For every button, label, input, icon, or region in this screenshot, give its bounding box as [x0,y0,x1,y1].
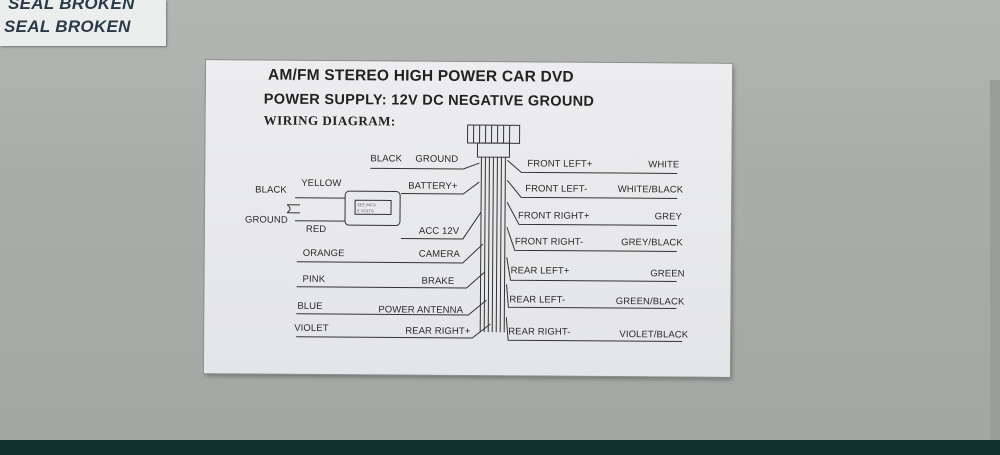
wire-color-label: GREEN/BLACK [615,296,685,308]
wire-line-antenna [296,299,487,316]
fuse-side-label: GROUND [244,214,288,226]
wire-line-front-left-plus [507,159,678,174]
wire-function-label: REAR RIGHT+ [405,325,471,338]
wire-function-label: REAR RIGHT- [508,326,571,338]
wire-color-label: PINK [302,273,326,286]
wire-line-front-right-plus [506,202,677,226]
wire-function-label: REAR LEFT+ [510,265,570,277]
wire-color-label: GREY [654,211,683,223]
harness-connector [467,124,521,144]
wire-line-brake [296,271,485,289]
wiring-label: AM/FM STEREO HIGH POWER CAR DVD POWER SU… [203,60,733,377]
wire-line-rear-left-minus [506,284,677,309]
wire-line-front-right-minus [506,227,677,252]
wire-color-label: GREEN [650,268,685,280]
wire-color-label: WHITE [648,159,680,171]
wire-function-label: REAR LEFT- [509,294,566,306]
wire-function-label: FRONT RIGHT+ [517,210,590,222]
wire-function-label: POWER ANTENNA [378,304,464,316]
seal-sticker: SEAL BROKEN SEAL BROKEN [0,0,166,46]
wire-line-ground [370,162,480,170]
seal-text: SEAL BROKEN [8,0,135,13]
wire-color-label: RED [305,223,327,236]
wire-line-rear-right-minus [505,317,683,342]
wire-color-label: VIOLET [294,322,329,335]
wire-line-front-left-minus [506,179,678,199]
wire-color-label: BLACK [370,153,403,165]
wire-color-label: WHITE/BLACK [617,184,684,196]
wire-color-label: YELLOW [301,177,342,190]
wire-line-battery [401,181,480,195]
wire-function-label: ACC 12V [418,225,460,237]
wire-line-rear-left-plus [506,257,677,282]
fuse-side-label: BLACK [255,184,287,196]
wire-line-camera [296,243,484,264]
wire-function-label: FRONT LEFT+ [527,158,593,170]
wire-function-label: BRAKE [421,275,455,287]
wire-color-label: BLUE [297,300,323,312]
svg-text:E VOLTS: E VOLTS [357,208,374,213]
wire-function-label: FRONT LEFT- [525,183,588,195]
wire-function-label: CAMERA [418,248,461,260]
bottom-strip [0,440,1000,455]
wire-function-label: GROUND [415,153,459,165]
wire-line-rear-right-plus [296,323,491,339]
wire-function-label: BATTERY+ [408,180,458,192]
svg-text:SEE INFO: SEE INFO [357,202,376,207]
wire-color-label: ORANGE [302,247,345,260]
wire-line-acc [400,211,482,240]
seal-text: SEAL BROKEN [4,17,131,36]
panel-edge [990,80,1000,440]
wire-color-label: VIOLET/BLACK [619,329,689,341]
wiring-diagram: SEE INFO E VOLTS [286,124,683,342]
wire-color-label: GREY/BLACK [621,237,683,249]
wire-function-label: FRONT RIGHT- [514,236,584,248]
